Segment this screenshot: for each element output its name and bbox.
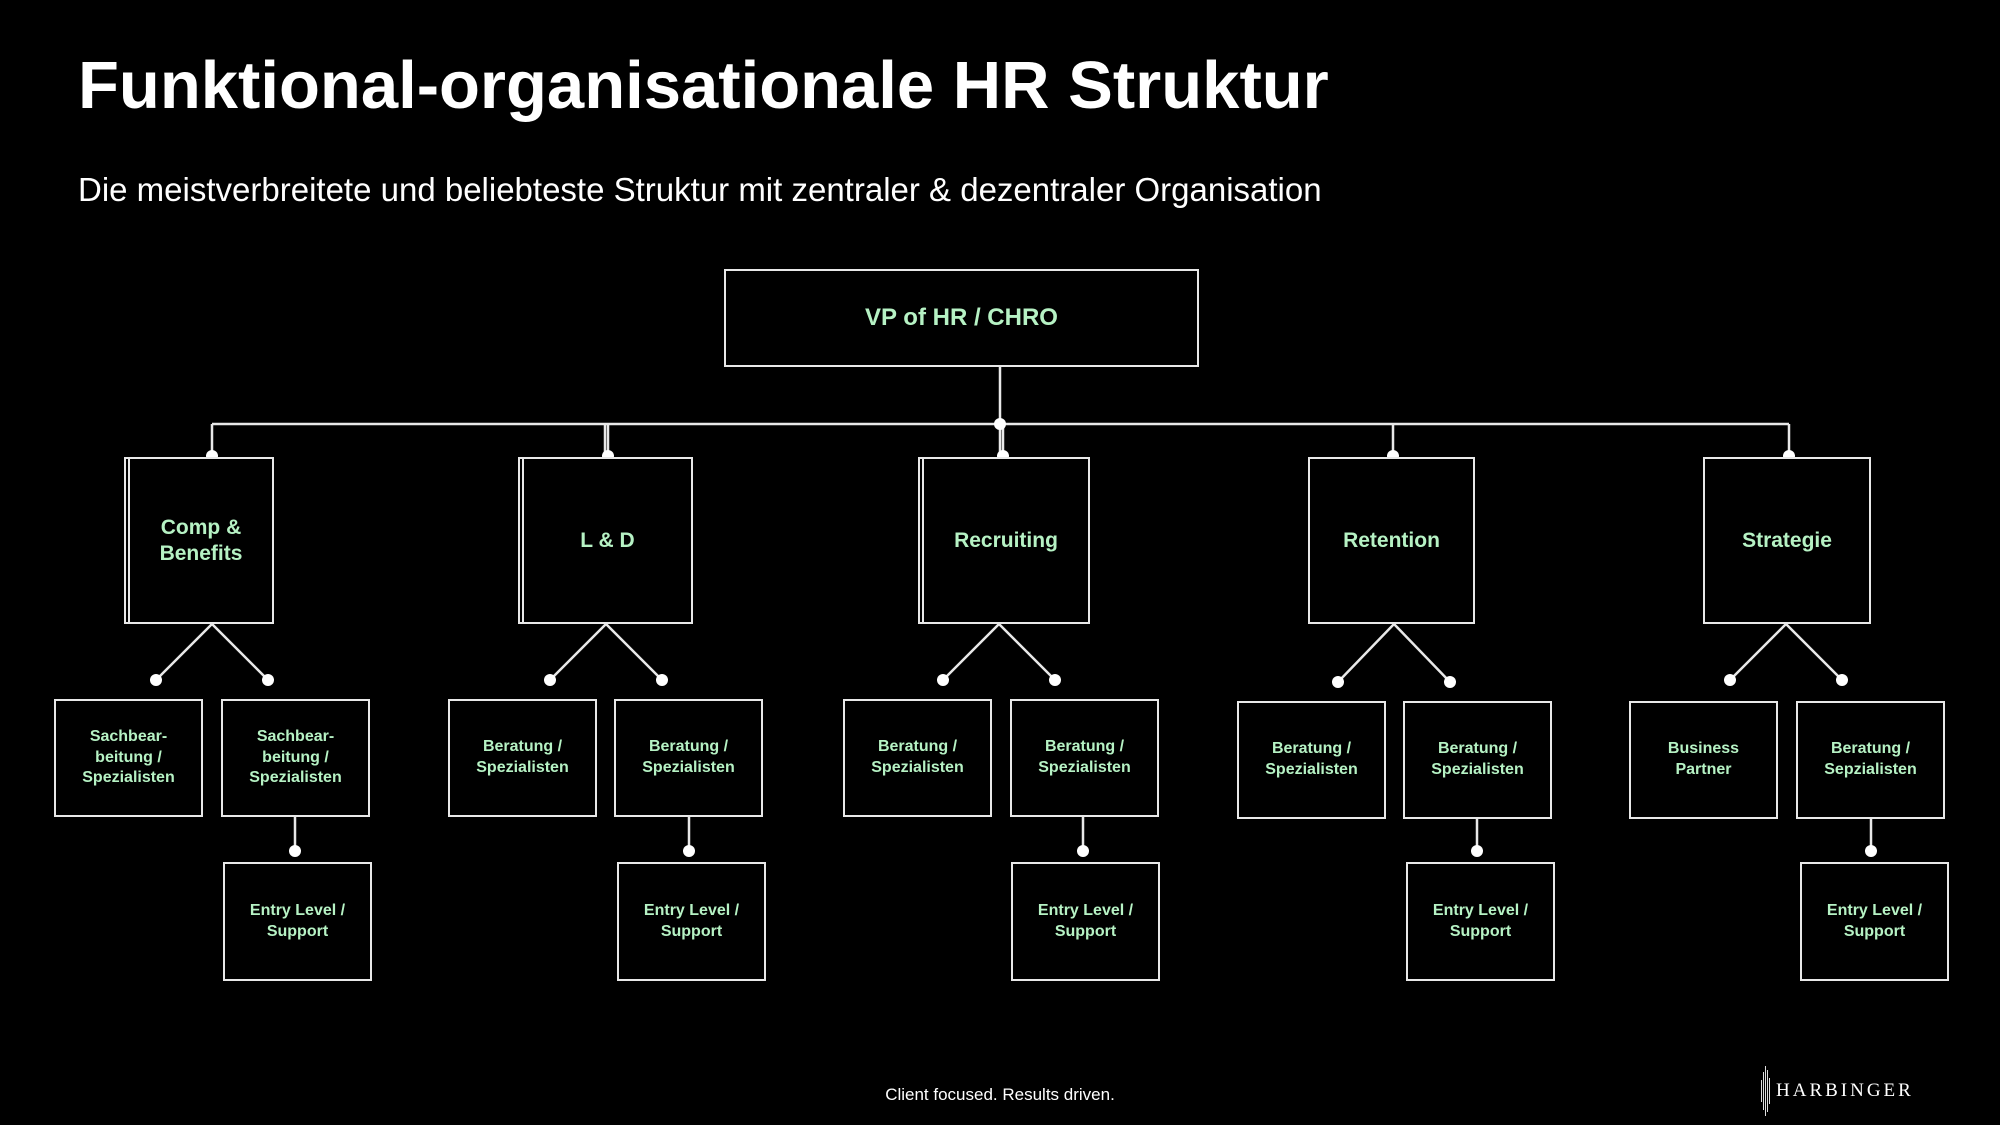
org-node-label: Beratung / Spezialisten	[476, 738, 569, 776]
org-node-label: Entry Level / Support	[1432, 901, 1529, 940]
org-node-label: Sachbear-beitung / Spezialisten	[82, 727, 175, 787]
org-node-label: Recruiting	[954, 528, 1058, 552]
org-node-leaf: Beratung / Spezialisten	[1010, 699, 1159, 817]
org-node-l-and-d: L & D	[522, 457, 693, 624]
org-node-recruiting: Recruiting	[922, 457, 1090, 624]
org-node-label: Entry Level / Support	[643, 901, 740, 940]
logo-text: HARBINGER	[1776, 1080, 1914, 1101]
org-node-leaf: Beratung / Spezialisten	[614, 699, 763, 817]
org-node-comp-benefits: Comp & Benefits	[128, 457, 274, 624]
org-node-entry: Entry Level / Support	[1011, 862, 1160, 981]
logo-bars-icon	[1760, 1066, 1772, 1116]
org-node-leaf: Beratung / Sepzialisten	[1796, 701, 1945, 819]
org-node-label: Beratung / Spezialisten	[642, 738, 735, 776]
page-title: Funktional-organisationale HR Struktur	[78, 48, 1329, 123]
org-node-leaf: Beratung / Spezialisten	[843, 699, 992, 817]
org-node-label: L & D	[580, 528, 635, 552]
org-node-leaf: Beratung / Spezialisten	[1237, 701, 1386, 819]
page-subtitle: Die meistverbreitete und beliebteste Str…	[78, 171, 1322, 208]
org-node-leaf: Beratung / Spezialisten	[1403, 701, 1552, 819]
org-node-label: VP of HR / CHRO	[865, 304, 1058, 331]
harbinger-logo: HARBINGER	[1760, 1066, 1914, 1116]
org-node-entry: Entry Level / Support	[1800, 862, 1949, 981]
org-node-label: Business Partner	[1667, 740, 1740, 778]
org-node-label: Beratung / Spezialisten	[1431, 740, 1524, 778]
org-node-label: Beratung / Sepzialisten	[1824, 740, 1917, 778]
org-node-label: Entry Level / Support	[249, 901, 346, 940]
org-node-entry: Entry Level / Support	[223, 862, 372, 981]
org-node-label: Entry Level / Support	[1037, 901, 1134, 940]
org-node-label: Sachbear-beitung / Spezialisten	[249, 727, 342, 787]
org-node-leaf: Sachbear-beitung / Spezialisten	[54, 699, 203, 817]
org-node-strategie: Strategie	[1703, 457, 1871, 624]
org-node-entry: Entry Level / Support	[1406, 862, 1555, 981]
org-node-label: Retention	[1343, 528, 1440, 552]
org-node-leaf: Business Partner	[1629, 701, 1778, 819]
footer-tagline: Client focused. Results driven.	[885, 1085, 1115, 1104]
org-node-leaf: Sachbear-beitung / Spezialisten	[221, 699, 370, 817]
org-node-label: Beratung / Spezialisten	[871, 738, 964, 776]
org-node-label: Strategie	[1742, 528, 1832, 552]
org-node-entry: Entry Level / Support	[617, 862, 766, 981]
org-node-label: Beratung / Spezialisten	[1265, 740, 1358, 778]
org-node-leaf: Beratung / Spezialisten	[448, 699, 597, 817]
org-node-label: Comp & Benefits	[159, 516, 243, 565]
org-node-retention: Retention	[1308, 457, 1475, 624]
org-node-label: Beratung / Spezialisten	[1038, 738, 1131, 776]
org-node-root: VP of HR / CHRO	[724, 269, 1199, 367]
org-node-label: Entry Level / Support	[1826, 901, 1923, 940]
